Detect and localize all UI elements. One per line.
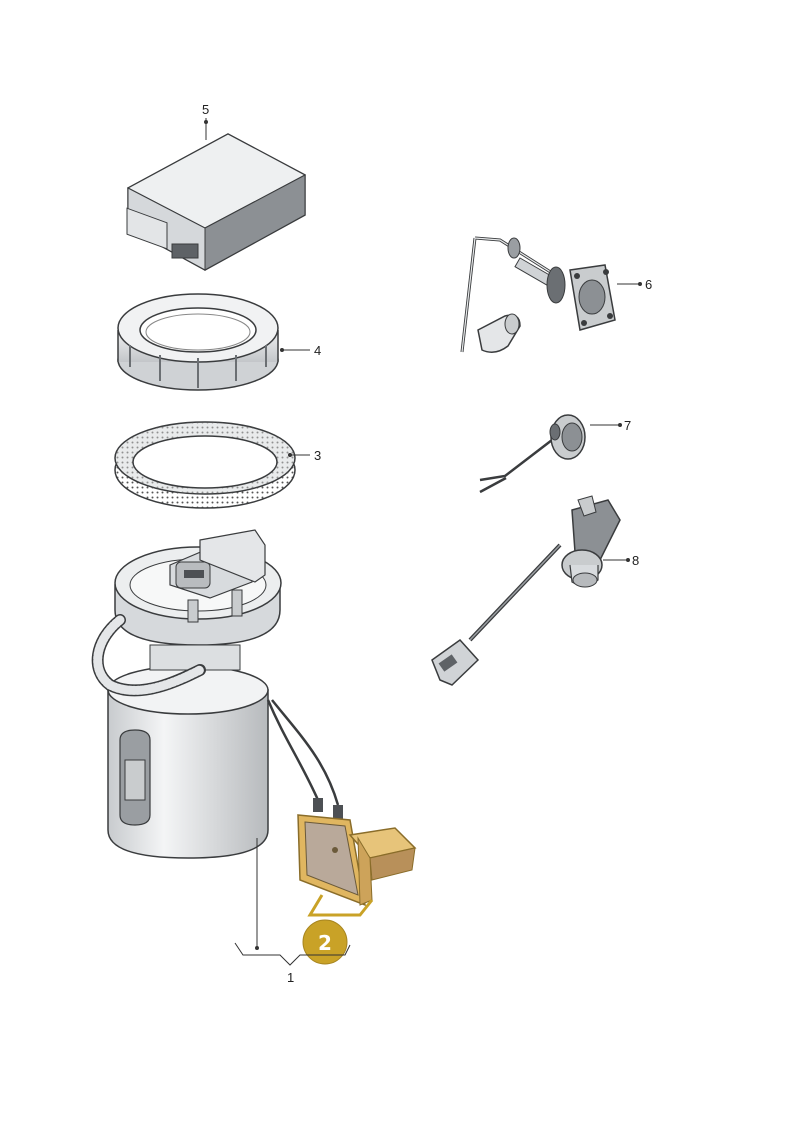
callout-label-7: 7 — [624, 418, 631, 433]
callout-badge-2: 2 — [302, 919, 348, 965]
callout-label-8: 8 — [632, 553, 639, 568]
callout-label-4: 4 — [314, 343, 321, 358]
callout-badge-label-2: 2 — [318, 931, 332, 955]
fuel-pump-module-icon — [91, 529, 343, 859]
sensor-with-lever-icon — [479, 414, 586, 494]
wiring-harness-connector-icon — [431, 495, 621, 686]
callout-label-5: 5 — [202, 102, 209, 117]
seal-gasket-icon — [114, 421, 296, 509]
callout-8: 8 — [603, 553, 639, 568]
callout-label-6: 6 — [645, 277, 652, 292]
callout-4: 4 — [280, 343, 321, 358]
level-sender-float-icon — [460, 236, 616, 353]
bracket-icon — [297, 814, 417, 917]
callout-7: 7 — [590, 418, 631, 433]
lock-ring-icon — [117, 293, 279, 391]
callout-label-1: 1 — [287, 970, 294, 985]
callout-1: 1 — [234, 838, 351, 985]
callout-3: 3 — [288, 448, 321, 463]
callout-5: 5 — [202, 102, 209, 140]
callout-6: 6 — [617, 277, 652, 292]
control-unit-icon — [126, 133, 307, 271]
callout-label-3: 3 — [314, 448, 321, 463]
